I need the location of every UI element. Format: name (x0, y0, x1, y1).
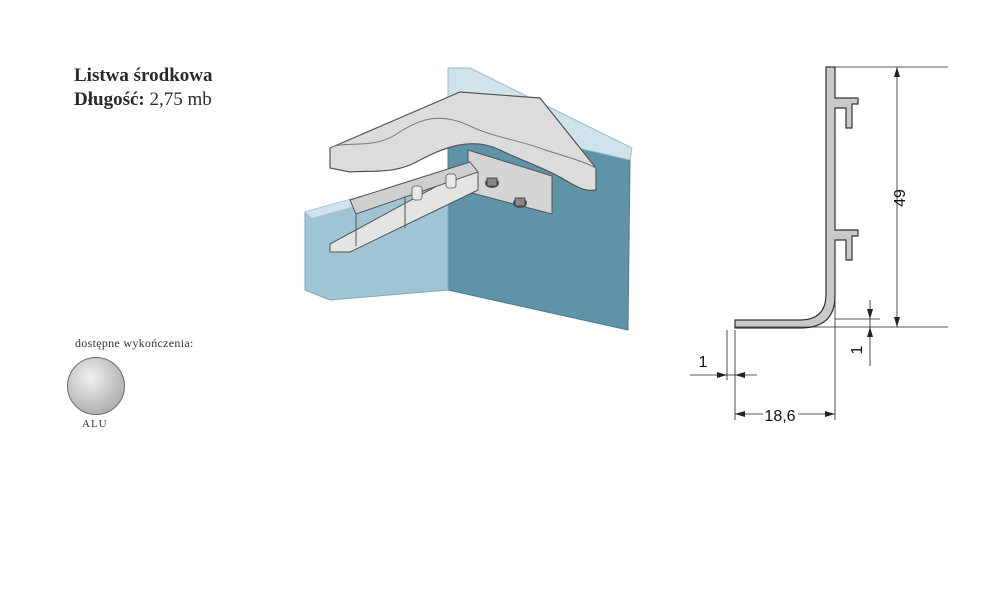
finish-swatch-label: ALU (82, 418, 108, 430)
profile-drawing: 49 1 1 18,6 (690, 66, 948, 428)
pin (411, 185, 423, 201)
profile-section (734, 66, 859, 329)
isometric-illustration (304, 67, 633, 331)
product-name: Listwa środkowa (74, 65, 213, 86)
dim-width: 18,6 (764, 408, 795, 425)
worktop-top-wave (329, 117, 597, 169)
dim-base-thickness: 1 (849, 345, 866, 354)
length-label: Długość: (74, 89, 145, 110)
screw-icon (485, 177, 499, 188)
finishes-label: dostępne wykończenia: (75, 336, 194, 350)
length-value: 2,75 mb (149, 89, 212, 110)
worktop (329, 91, 597, 191)
dim-height: 49 (892, 189, 909, 207)
finish-swatch-alu (67, 357, 125, 415)
dim-wall-thickness: 1 (699, 354, 708, 371)
screw-icon (513, 197, 527, 208)
pin (445, 173, 457, 189)
title-block: Listwa środkowa Długość: 2,75 mb (74, 64, 212, 112)
